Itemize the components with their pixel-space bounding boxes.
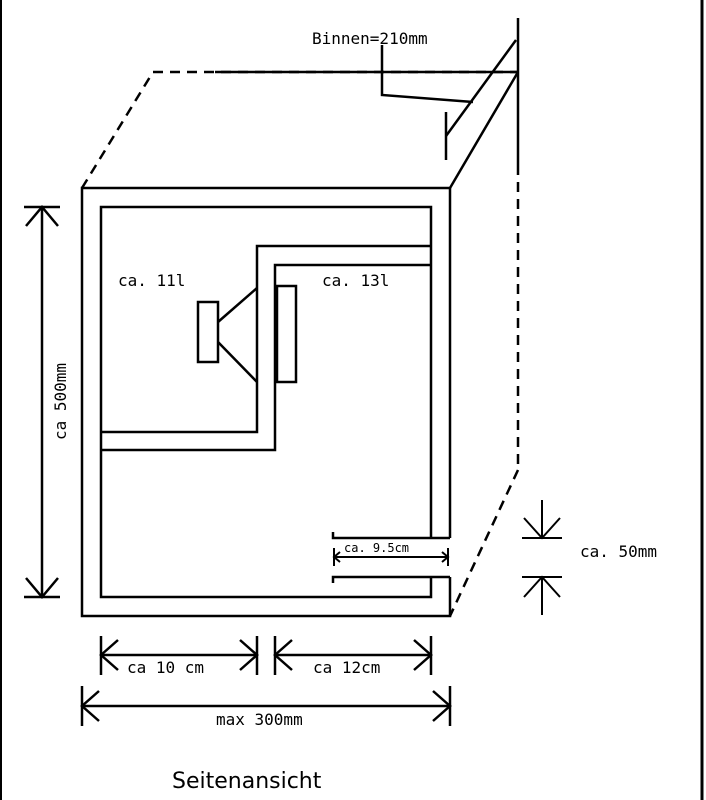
height-label: ca 500mm: [51, 363, 70, 440]
speaker: [196, 287, 258, 383]
width-right-label: ca 12cm: [313, 658, 380, 677]
passive-radiator: [275, 284, 298, 384]
chamber-left-label: ca. 11l: [118, 271, 185, 290]
dim-height: [24, 205, 60, 599]
port-height-label: ca. 50mm: [580, 542, 657, 561]
box-outline: [80, 18, 520, 618]
port-width-label: ca. 9.5cm: [344, 541, 409, 555]
chamber-divider: [101, 244, 431, 452]
dim-bottom: [80, 636, 452, 726]
inner-width-label: Binnen=210mm: [312, 29, 428, 48]
dim-port-width: [332, 548, 450, 566]
total-width-label: max 300mm: [216, 710, 303, 729]
chamber-right-label: ca. 13l: [322, 271, 389, 290]
dim-port-height: [522, 500, 562, 615]
drawing-title: Seitenansicht: [172, 769, 322, 794]
width-left-label: ca 10 cm: [127, 658, 204, 677]
